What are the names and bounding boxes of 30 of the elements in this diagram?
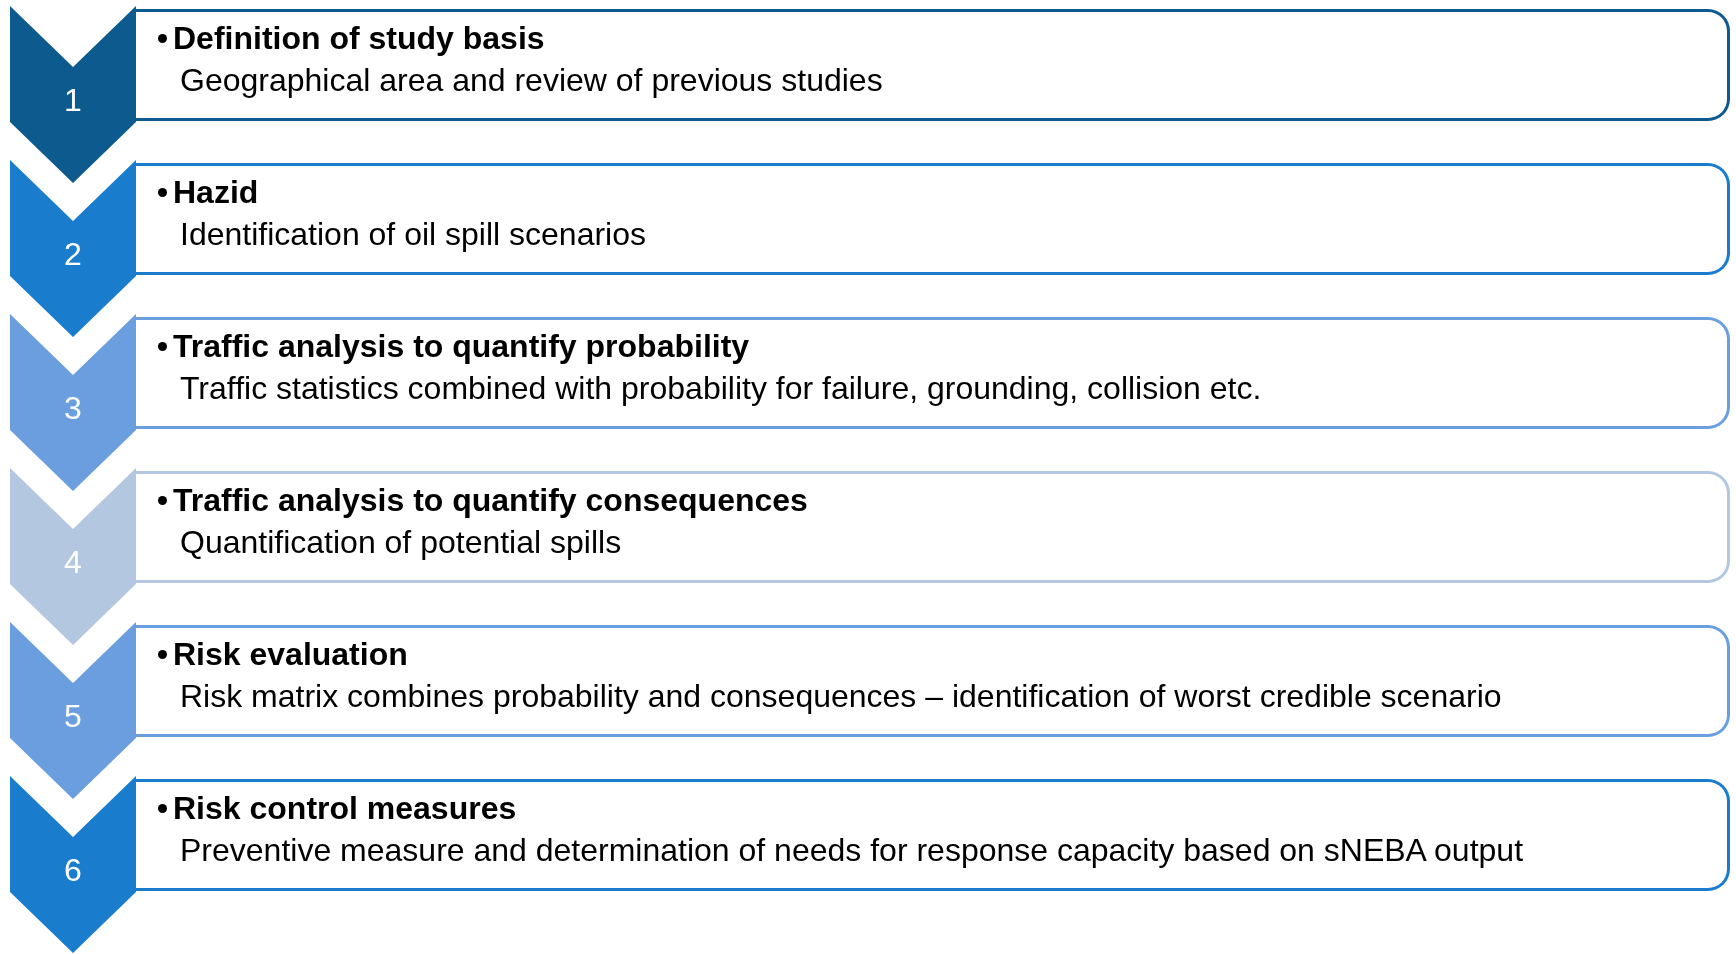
step-description: Preventive measure and determination of needs for response capacity based on sNEBA output [180, 831, 1524, 870]
step-description: Identification of oil spill scenarios [180, 215, 646, 254]
step-number-marker [10, 6, 136, 183]
step-number-marker [10, 622, 136, 799]
step-description: Quantification of potential spills [180, 523, 622, 562]
step-number-marker [10, 468, 136, 645]
step-description: Traffic statistics combined with probability for failure, grounding, collision etc. [180, 369, 1262, 408]
step-number: 4 [63, 543, 83, 582]
step-heading: Risk evaluation [173, 635, 408, 674]
step-description: Risk matrix combines probability and consequences – identification of worst credible scenario [180, 677, 1502, 716]
step-card [136, 9, 1730, 121]
step-heading: Risk control measures [173, 789, 517, 828]
step-number: 3 [63, 389, 83, 428]
step-heading: Hazid [173, 173, 259, 212]
step-number: 1 [63, 81, 83, 120]
step-heading: Definition of study basis [173, 19, 545, 58]
step-number-marker [10, 314, 136, 491]
step-number-marker [10, 160, 136, 337]
step-card [136, 471, 1730, 583]
step-card [136, 317, 1730, 429]
step-number: 5 [63, 697, 83, 736]
step-card [136, 163, 1730, 275]
step-card [136, 625, 1730, 737]
step-number: 6 [63, 851, 83, 890]
step-description: Geographical area and review of previous studies [180, 61, 883, 100]
step-heading: Traffic analysis to quantify probability [173, 327, 750, 366]
step-heading: Traffic analysis to quantify consequences [173, 481, 808, 520]
step-number-marker [10, 776, 136, 953]
step-number: 2 [63, 235, 83, 274]
step-card [136, 779, 1730, 891]
